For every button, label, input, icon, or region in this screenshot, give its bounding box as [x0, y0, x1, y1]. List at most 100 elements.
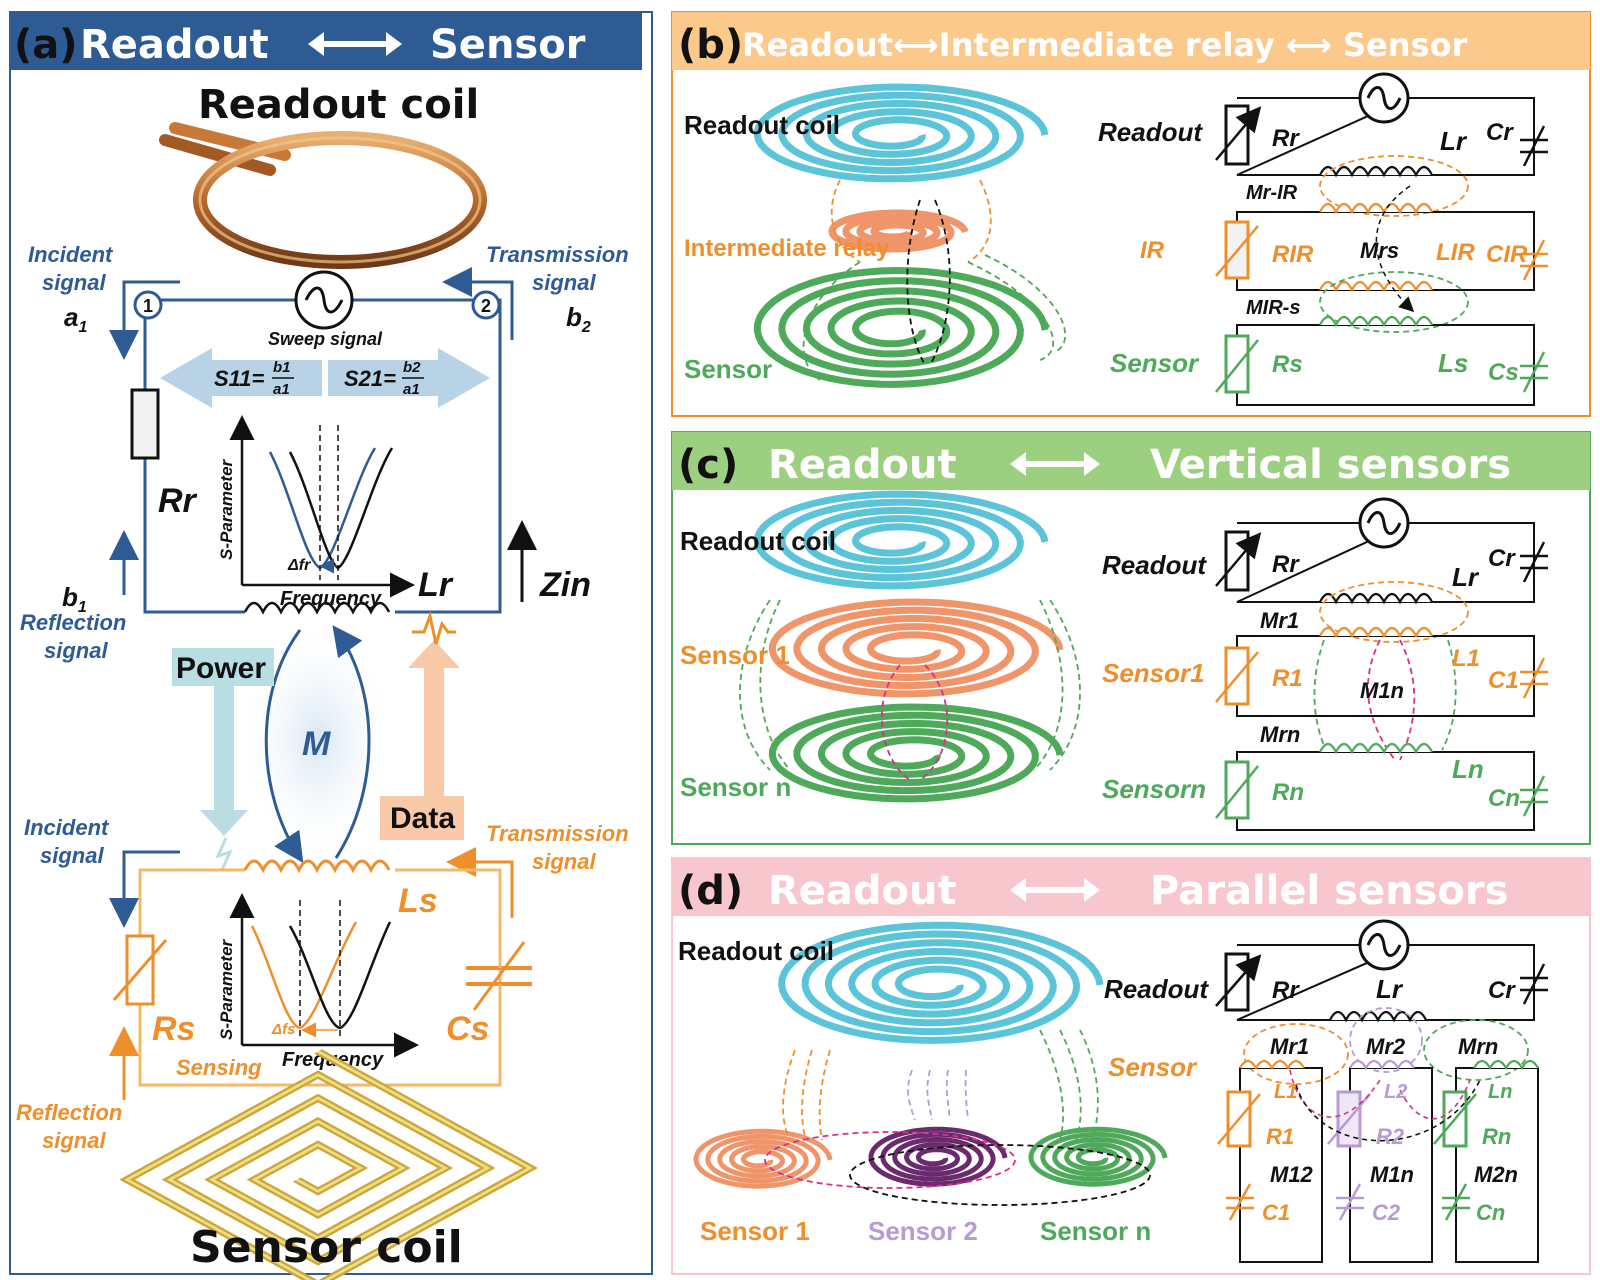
power-arrow: [200, 686, 248, 836]
transmission-signal-bottom-label: Transmission signal: [486, 821, 635, 874]
port-2-icon: [471, 290, 501, 320]
panel-d-r2-label: R2: [1376, 1124, 1405, 1149]
zin-label: Zin: [539, 566, 591, 604]
data-label: Data: [390, 802, 455, 835]
inductor-ls-icon: [243, 859, 391, 874]
panel-b-readout-coil-label: Readout coil: [684, 110, 840, 140]
m-label: M: [302, 725, 331, 763]
transmission-arrow-bottom: [446, 847, 514, 918]
reflection-signal-bottom-label: Reflection signal: [16, 1100, 128, 1153]
transmission-arrow-top: [442, 267, 514, 340]
sensor-circuit: [112, 859, 532, 1087]
panel-d-mr1-label: Mr1: [1270, 1034, 1309, 1059]
panel-d-c2-label: C2: [1372, 1200, 1401, 1225]
resistor-rr-icon: [130, 388, 160, 460]
panel-d-c1-label: C1: [1262, 1200, 1290, 1225]
incident-signal-bottom-label: Incident signal: [24, 815, 114, 868]
panel-b-ls-label: Ls: [1438, 348, 1468, 378]
spark-icon: [215, 837, 233, 871]
transmission-signal-top-label: Transmission signal: [486, 242, 635, 295]
panel-d-title-right: Parallel sensors: [1150, 868, 1508, 914]
panel-c-readout-coil-label: Readout coil: [680, 526, 836, 556]
pulse-icon: [412, 610, 456, 645]
panel-c-ln-label: Ln: [1452, 754, 1484, 784]
power-label: Power: [176, 652, 266, 685]
panel-d-ln-label: Ln: [1488, 1081, 1512, 1103]
panel-b-tag: (b): [678, 22, 743, 68]
s21-num: b2: [403, 359, 421, 376]
variable-capacitor-cs-icon: [466, 870, 532, 1085]
panel-c-lr-label: Lr: [1452, 562, 1480, 592]
panel-b-coils: [753, 83, 1066, 388]
panel-b-circuit: [1215, 72, 1548, 406]
frequency-axis-label-top: Frequency: [280, 588, 382, 610]
panel-d-sensor-label: Sensor: [1108, 1052, 1198, 1082]
svg-text:2: 2: [481, 296, 491, 316]
s21-label: S21=: [344, 366, 396, 391]
sensor-coil-title: Sensor coil: [190, 1222, 463, 1273]
panel-b-intermediate-relay-label: Intermediate relay: [684, 235, 890, 262]
panel-c-double-arrow-icon: [1010, 452, 1100, 476]
port-1-icon: [133, 290, 163, 320]
panel-c-title-left: Readout: [768, 442, 957, 488]
panel-c-m1n-label: M1n: [1360, 678, 1404, 703]
panel-d-header: [672, 858, 1590, 916]
panel-d-double-arrow-icon: [1010, 878, 1100, 902]
panel-b-ir-label: IR: [1140, 237, 1165, 264]
panel-b-lir-label: LIR: [1436, 239, 1475, 266]
panel-c-mr1-label: Mr1: [1260, 608, 1299, 633]
panel-b-cir-label: CIR: [1486, 241, 1528, 268]
panel-d-m1n-label: M1n: [1370, 1162, 1414, 1187]
incident-arrow-top: [109, 280, 180, 360]
panel-d-l1-label: L1: [1274, 1081, 1297, 1103]
panel-d-m2n-label: M2n: [1474, 1162, 1518, 1187]
double-arrow-icon: [308, 32, 402, 56]
panel-c-mrn-label: Mrn: [1260, 722, 1300, 747]
sensor-sparam-plot: [229, 893, 419, 1058]
panel-d-sensor1-label: Sensor 1: [700, 1216, 810, 1246]
panel-b-cs-label: Cs: [1488, 359, 1519, 386]
rs-label: Rs: [152, 1010, 195, 1048]
panel-d-readout-coil-label: Readout coil: [678, 936, 834, 966]
panel-d-rn-label: Rn: [1482, 1124, 1511, 1149]
panel-c-coils: [739, 490, 1081, 803]
mutual-arc-right: [332, 625, 371, 859]
delta-fs-label: Δfs: [271, 1021, 295, 1038]
panel-b-header: [672, 12, 1590, 70]
panel-b-mrs-label: Mrs: [1360, 238, 1399, 263]
s11-label: S11=: [214, 366, 265, 391]
panel-c-l1-label: L1: [1452, 645, 1480, 672]
panel-d-coils: [693, 921, 1168, 1206]
data-arrow: [408, 640, 460, 800]
panel-b-rs-label: Rs: [1272, 351, 1303, 378]
panel-d-mrn-label: Mrn: [1458, 1034, 1498, 1059]
panel-a-title-left: Readout: [80, 22, 269, 68]
mutual-arc-left: [264, 629, 304, 864]
panel-c-readout-label: Readout: [1102, 550, 1207, 580]
s11-num: b1: [273, 359, 291, 376]
incident-signal-top-label: Incident signal: [28, 242, 118, 295]
panel-d-l2-label: L2: [1384, 1081, 1407, 1103]
panel-d-sensor2-label: Sensor 2: [868, 1216, 978, 1246]
panel-a-tag: (a): [14, 22, 78, 68]
panel-d-tag: (d): [678, 868, 743, 914]
panel-c-tag: (c): [678, 442, 738, 488]
svg-text:1: 1: [143, 296, 153, 316]
panel-c-sensor1-label: Sensor 1: [680, 640, 790, 670]
panel-b-sensor-label: Sensor: [684, 354, 772, 384]
panel-c-sensorn-circuit-label: Sensorn: [1102, 774, 1206, 804]
power-box: [172, 648, 274, 686]
incident-arrow-bottom: [109, 850, 180, 928]
panel-b-readout-label: Readout: [1098, 117, 1203, 147]
panel-c-r1-label: R1: [1272, 665, 1303, 692]
panel-d-mr2-label: Mr2: [1366, 1034, 1406, 1059]
rr-label: Rr: [158, 482, 198, 520]
panel-d-lr-label: Lr: [1376, 974, 1404, 1004]
panel-d-r1-label: R1: [1266, 1124, 1294, 1149]
inductor-lr-icon: [243, 601, 391, 615]
sweep-signal-label: Sweep signal: [268, 329, 383, 349]
panel-b-mr-ir-label: Mr-IR: [1246, 182, 1298, 204]
panel-b-mir-s-label: MIR-s: [1246, 297, 1300, 319]
panel-d-rr-label: Rr: [1272, 977, 1300, 1004]
